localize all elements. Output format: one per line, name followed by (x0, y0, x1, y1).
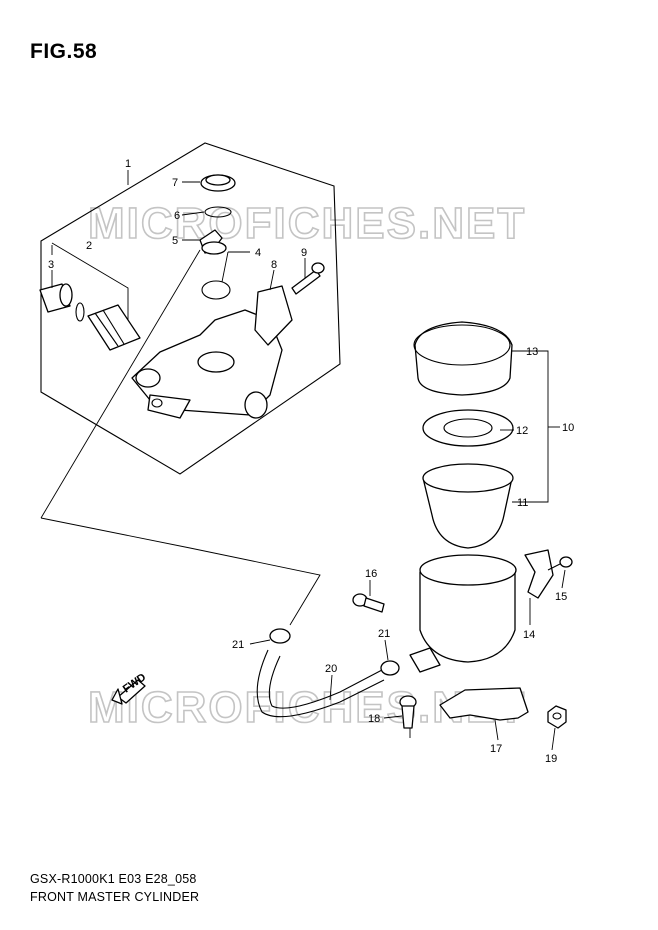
leader-18 (383, 715, 403, 719)
callout-5: 5 (172, 235, 178, 247)
callout-12: 12 (516, 425, 528, 437)
leader-2 (51, 242, 129, 320)
callout-4: 4 (255, 247, 261, 259)
callout-13: 13 (526, 346, 538, 358)
part-3-boot (39, 283, 73, 313)
part-9-bolt (291, 262, 325, 295)
assembly-frame (40, 142, 341, 475)
callout-15: 15 (555, 591, 567, 603)
part-21-clamp-lower (380, 660, 400, 676)
part-21-clamp-upper (269, 628, 291, 644)
callout-20: 20 (325, 663, 337, 675)
assembly-name: FRONT MASTER CYLINDER (30, 890, 200, 904)
callout-21-upper: 21 (232, 639, 244, 651)
callout-1: 1 (125, 158, 131, 170)
watermark-top: MICROFICHES.NET (88, 199, 526, 248)
leader-20 (329, 674, 333, 701)
callout-6: 6 (174, 210, 180, 222)
leader-10-bracket (512, 350, 549, 503)
leader-6 (181, 211, 205, 216)
callout-21-lower: 21 (378, 628, 390, 640)
leader-21-upper (249, 639, 271, 645)
callout-9: 9 (301, 247, 307, 259)
leader-19 (551, 727, 556, 751)
part-12-plate (422, 409, 514, 447)
leader-17 (494, 719, 499, 741)
part-5-connector (199, 229, 227, 255)
leader-21-lower (384, 639, 389, 661)
part-19-nut (547, 705, 567, 729)
leader-8 (269, 269, 275, 291)
reservoir-tank (409, 554, 517, 673)
callout-14: 14 (523, 629, 535, 641)
callout-18: 18 (368, 713, 380, 725)
callout-16: 16 (365, 568, 377, 580)
leader-15 (561, 569, 566, 589)
callout-2: 2 (86, 240, 92, 252)
part-4-o-ring (201, 280, 231, 300)
part-7-cap (200, 174, 236, 192)
part-13-reservoir-cap (413, 321, 513, 396)
part-14-bracket (524, 549, 554, 599)
callout-7: 7 (172, 177, 178, 189)
callout-19: 19 (545, 753, 557, 765)
callout-3: 3 (48, 259, 54, 271)
part-6-circlip (204, 206, 232, 218)
model-code: GSX-R1000K1 E03 E28_058 (30, 872, 197, 886)
callout-11: 11 (517, 497, 528, 509)
part-11-diaphragm (422, 463, 514, 549)
hose-route-line (40, 517, 321, 626)
master-cylinder-body (131, 309, 283, 419)
part-20-hose (256, 649, 385, 718)
callout-10: 10 (562, 422, 574, 434)
part-18-bolt (399, 695, 417, 729)
part-8-clamp (254, 285, 293, 346)
part-17-stay (439, 687, 529, 721)
part-15-screw (547, 556, 573, 571)
part-2-piston-set (75, 302, 141, 351)
callout-17: 17 (490, 743, 502, 755)
callout-8: 8 (271, 259, 277, 271)
leader-4-v (221, 251, 229, 283)
outlet-route-line (40, 249, 201, 519)
part-16-bolt (352, 593, 385, 613)
figure-title: FIG.58 (30, 40, 98, 63)
